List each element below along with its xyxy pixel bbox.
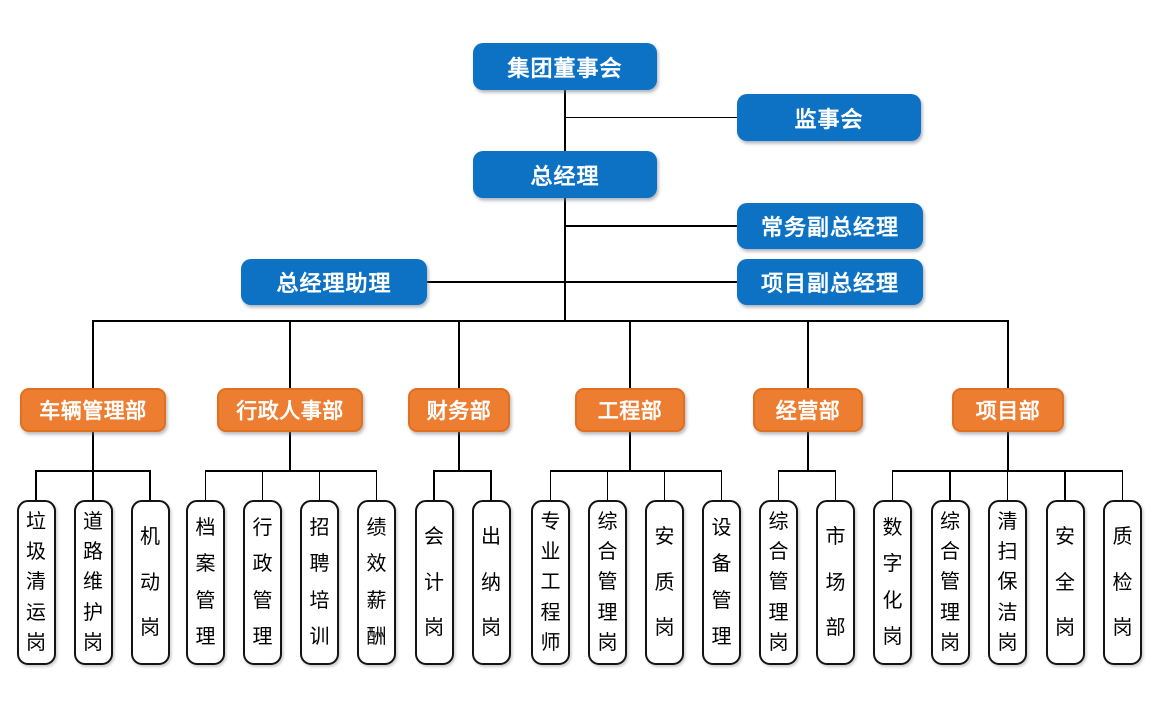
- node-supervisory-board[interactable]: 监事会: [737, 94, 921, 141]
- dept-admin-hr[interactable]: 行政人事部: [217, 388, 363, 432]
- connector-line: [204, 471, 207, 501]
- connector-line: [549, 471, 552, 501]
- connector-line: [433, 470, 492, 472]
- position-box[interactable]: 综合管理岗: [930, 500, 970, 665]
- connector-line: [565, 116, 738, 119]
- position-box[interactable]: 安全岗: [1045, 500, 1085, 665]
- connector-line: [834, 471, 837, 501]
- connector-line: [289, 321, 291, 389]
- position-box[interactable]: 道路维护岗: [73, 500, 113, 665]
- position-box[interactable]: 安质岗: [645, 500, 684, 665]
- connector-line: [458, 321, 460, 389]
- connector-line: [663, 471, 666, 501]
- position-box[interactable]: 综合管理岗: [588, 500, 627, 665]
- connector-line: [949, 471, 951, 501]
- connector-line: [777, 471, 780, 501]
- dept-operations[interactable]: 经营部: [753, 388, 863, 432]
- connector-line: [289, 431, 291, 471]
- position-box[interactable]: 综合管理岗: [759, 500, 798, 665]
- position-box[interactable]: 清扫保洁岗: [988, 500, 1027, 665]
- connector-line: [375, 471, 378, 501]
- connector-line: [92, 431, 94, 471]
- dept-project[interactable]: 项目部: [952, 388, 1064, 432]
- position-box[interactable]: 会计岗: [414, 500, 454, 665]
- connector-line: [490, 471, 492, 501]
- node-project-deputy-gm[interactable]: 项目副总经理: [737, 259, 923, 305]
- connector-line: [891, 471, 894, 501]
- connector-line: [1064, 471, 1066, 501]
- connector-line: [35, 470, 151, 472]
- connector-line: [720, 471, 723, 501]
- position-box[interactable]: 数字化岗: [873, 500, 912, 665]
- connector-line: [807, 321, 809, 389]
- position-box[interactable]: 行政管理: [243, 500, 282, 665]
- connector-line: [149, 471, 151, 501]
- connector-line: [565, 225, 738, 227]
- connector-line: [426, 281, 738, 283]
- connector-line: [433, 471, 435, 501]
- node-gm-assistant[interactable]: 总经理助理: [241, 259, 427, 305]
- connector-line: [629, 431, 631, 471]
- node-group-board[interactable]: 集团董事会: [473, 43, 657, 90]
- connector-line: [458, 431, 460, 471]
- connector-line: [204, 470, 378, 472]
- dept-engineering[interactable]: 工程部: [575, 388, 685, 432]
- connector-line: [458, 319, 631, 323]
- position-box[interactable]: 垃圾清运岗: [16, 500, 56, 665]
- node-general-manager[interactable]: 总经理: [473, 151, 657, 198]
- connector-line: [1007, 321, 1009, 389]
- connector-line: [891, 470, 1124, 472]
- connector-line: [318, 471, 321, 501]
- connector-line: [563, 258, 567, 322]
- connector-line: [606, 471, 609, 501]
- dept-vehicle-management[interactable]: 车辆管理部: [20, 388, 166, 432]
- connector-line: [1007, 431, 1009, 471]
- connector-line: [92, 471, 94, 501]
- connector-line: [1006, 471, 1009, 501]
- connector-line: [777, 470, 837, 472]
- connector-line: [807, 431, 809, 471]
- connector-line: [92, 321, 94, 389]
- connector-line: [629, 321, 631, 389]
- connector-line: [1121, 471, 1124, 501]
- connector-line: [564, 90, 566, 152]
- position-box[interactable]: 专业工程师: [531, 500, 570, 665]
- position-box[interactable]: 档案管理: [186, 500, 225, 665]
- position-box[interactable]: 机动岗: [130, 500, 170, 665]
- position-box[interactable]: 招聘培训: [300, 500, 339, 665]
- connector-line: [564, 197, 566, 259]
- node-executive-deputy-gm[interactable]: 常务副总经理: [737, 203, 923, 249]
- position-box[interactable]: 绩效薪酬: [357, 500, 396, 665]
- position-box[interactable]: 设备管理: [702, 500, 741, 665]
- position-box[interactable]: 质检岗: [1103, 500, 1142, 665]
- connector-line: [261, 471, 264, 501]
- position-box[interactable]: 市场部: [816, 500, 855, 665]
- connector-line: [35, 471, 37, 501]
- dept-finance[interactable]: 财务部: [408, 388, 510, 432]
- connector-line: [549, 470, 723, 472]
- position-box[interactable]: 出纳岗: [471, 500, 511, 665]
